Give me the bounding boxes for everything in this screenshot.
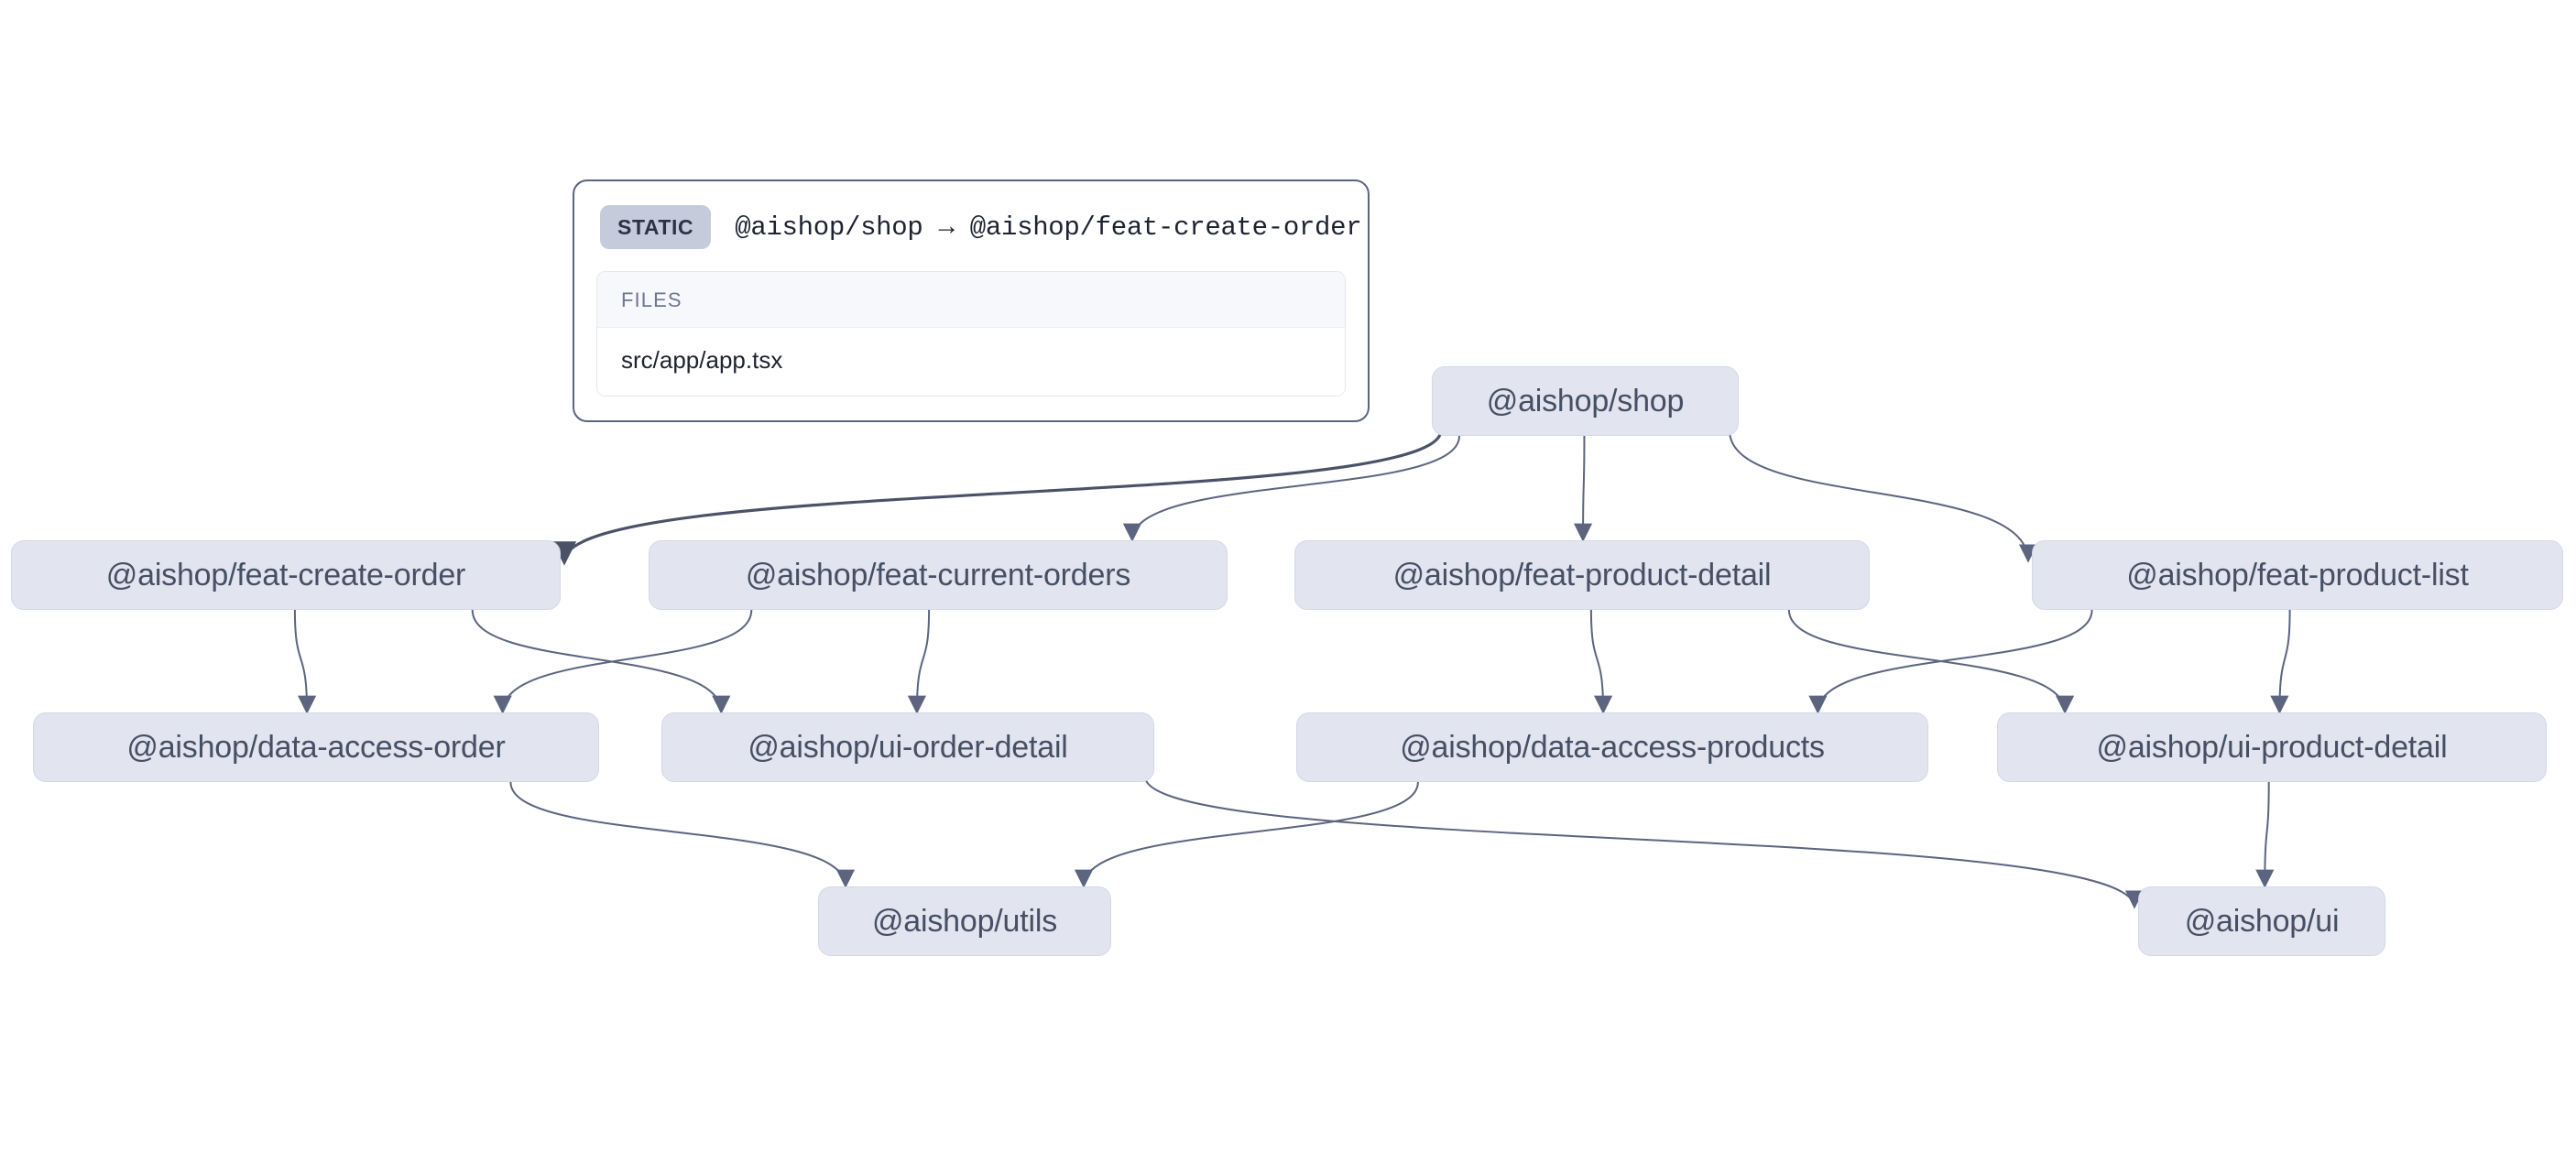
graph-edge-data-access-order-to-utils[interactable]	[509, 781, 855, 888]
graph-node-label: @aishop/shop	[1486, 384, 1685, 418]
graph-node-ui[interactable]: @aishop/ui	[2138, 886, 2385, 956]
graph-node-label: @aishop/ui-order-detail	[748, 730, 1068, 765]
graph-node-ui-order-detail[interactable]: @aishop/ui-order-detail	[661, 712, 1154, 782]
graph-edge-feat-create-order-to-data-access-order[interactable]	[293, 609, 317, 714]
tooltip-header: STATIC @aishop/shop → @aishop/feat-creat…	[596, 201, 1362, 249]
graph-node-feat-create-order[interactable]: @aishop/feat-create-order	[11, 540, 561, 610]
graph-edge-feat-product-detail-to-data-access-products[interactable]	[1589, 609, 1613, 714]
graph-edge-feat-product-list-to-data-access-products[interactable]	[1808, 609, 2093, 714]
graph-node-label: @aishop/ui	[2184, 904, 2340, 939]
edge-title: @aishop/shop → @aishop/feat-create-order	[735, 212, 1362, 243]
graph-node-shop[interactable]: @aishop/shop	[1432, 366, 1739, 436]
graph-node-data-access-products[interactable]: @aishop/data-access-products	[1296, 712, 1928, 782]
graph-node-feat-product-detail[interactable]: @aishop/feat-product-detail	[1294, 540, 1870, 610]
graph-node-label: @aishop/data-access-order	[126, 730, 506, 765]
graph-node-label: @aishop/feat-product-list	[2126, 558, 2469, 592]
graph-node-label: @aishop/data-access-products	[1400, 730, 1825, 765]
graph-edge-ui-product-detail-to-ui[interactable]	[2255, 781, 2275, 888]
graph-node-ui-product-detail[interactable]: @aishop/ui-product-detail	[1997, 712, 2547, 782]
graph-edge-ui-order-detail-to-ui[interactable]	[1144, 776, 2144, 909]
graph-edge-shop-to-feat-product-detail[interactable]	[1573, 435, 1593, 542]
graph-node-feat-product-list[interactable]: @aishop/feat-product-list	[2032, 540, 2563, 610]
files-panel: FILES src/app/app.tsx	[596, 271, 1346, 397]
graph-node-feat-current-orders[interactable]: @aishop/feat-current-orders	[649, 540, 1228, 610]
graph-edge-feat-create-order-to-ui-order-detail[interactable]	[471, 609, 731, 714]
graph-node-label: @aishop/feat-current-orders	[745, 558, 1131, 592]
graph-node-data-access-order[interactable]: @aishop/data-access-order	[33, 712, 599, 782]
graph-edge-data-access-products-to-utils[interactable]	[1075, 781, 1419, 888]
files-panel-header: FILES	[597, 272, 1345, 328]
graph-node-label: @aishop/feat-create-order	[105, 558, 466, 592]
graph-node-utils[interactable]: @aishop/utils	[818, 886, 1111, 956]
graph-edge-feat-product-list-to-ui-product-detail[interactable]	[2270, 609, 2291, 714]
graph-edge-feat-product-detail-to-ui-product-detail[interactable]	[1787, 609, 2075, 714]
edge-type-badge: STATIC	[600, 205, 712, 249]
graph-node-label: @aishop/feat-product-detail	[1392, 558, 1772, 592]
graph-edge-feat-current-orders-to-data-access-order[interactable]	[493, 609, 753, 714]
file-row[interactable]: src/app/app.tsx	[597, 328, 1345, 396]
graph-edge-feat-current-orders-to-ui-order-detail[interactable]	[907, 609, 931, 714]
edge-detail-tooltip[interactable]: STATIC @aishop/shop → @aishop/feat-creat…	[573, 179, 1370, 422]
graph-node-label: @aishop/utils	[871, 904, 1057, 939]
graph-node-label: @aishop/ui-product-detail	[2096, 730, 2448, 765]
graph-edge-shop-to-feat-current-orders[interactable]	[1122, 435, 1460, 542]
